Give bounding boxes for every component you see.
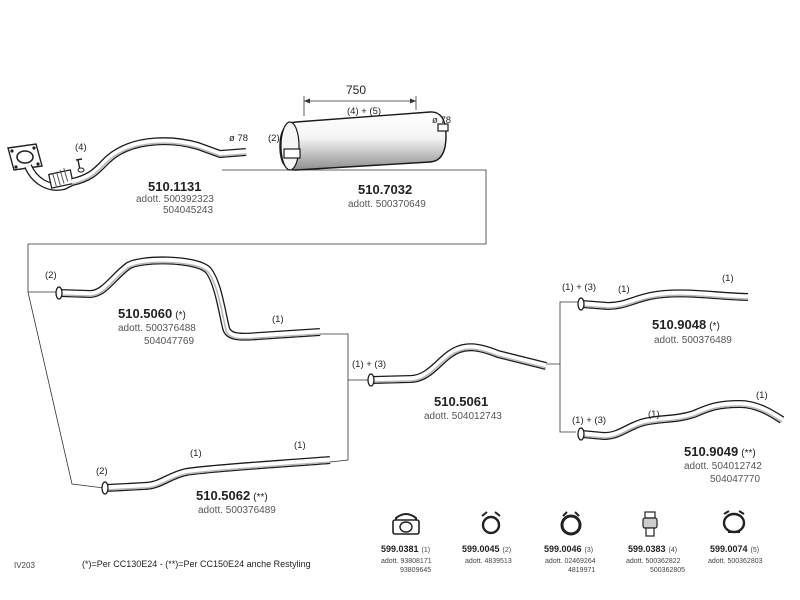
accessory-0046-label: 599.0046(3) [544, 544, 593, 554]
accessory-0383-adott-1: adott. 500362822 [626, 558, 681, 565]
pipe-9049-adott-2: 504047770 [710, 474, 760, 485]
pipe-5060-label: 510.5060(*) [118, 306, 186, 321]
silencer-dimension: 750 [346, 83, 366, 97]
pipe-5062-callout-1a: (1) [190, 448, 202, 459]
pipe-clamp-icon [722, 510, 746, 534]
pipe-5062-callout-1b: (1) [294, 440, 306, 451]
pipe-5060-adott-1: adott. 500376488 [118, 323, 196, 334]
accessory-0046-number: 599.0046 [544, 544, 582, 554]
pipe-510-9048[interactable] [577, 289, 749, 311]
accessory-0045-label: 599.0045(2) [462, 544, 511, 554]
accessory-599-0381[interactable]: 599.0381(1) adott. 93808171 93809645 [381, 544, 432, 574]
accessory-599-0383[interactable]: 599.0383(4) adott. 500362822 500362805 [626, 544, 685, 574]
front-pipe-part-number: 510.1131 [148, 179, 202, 194]
accessory-0046-adott-2: 4819971 [568, 567, 595, 574]
diagram-code: IV203 [14, 561, 35, 570]
accessory-0381-adott-1: adott. 93808171 [381, 558, 432, 565]
accessory-0381-label: 599.0381(1) [381, 544, 430, 554]
pipe-5060-qualifier: (*) [175, 310, 186, 321]
accessory-0383-adott-2: 500362805 [650, 567, 685, 574]
pipe-510-5061[interactable] [367, 343, 547, 387]
silencer-adott-1: adott. 500370649 [348, 199, 426, 210]
pipe-9049-qualifier: (**) [741, 448, 755, 459]
band-clamp-icon [560, 511, 582, 536]
pipe-5061-callout-1-3: (1) + (3) [352, 359, 386, 370]
pipe-9049-callout-1b: (1) [756, 390, 768, 401]
pipe-5060-callout-1: (1) [272, 314, 284, 325]
front-pipe-510-1131[interactable] [7, 137, 247, 191]
pipe-9049-adott-1: adott. 504012742 [684, 461, 762, 472]
accessory-0074-adott-1: adott. 500362803 [708, 558, 763, 565]
pipe-9049-callout-1-3: (1) + (3) [572, 415, 606, 426]
silencer-dimension-line [303, 96, 417, 116]
pipe-9048-label: 510.9048(*) [652, 317, 720, 332]
footnote: (*)=Per CC130E24 - (**)=Per CC150E24 anc… [82, 559, 311, 569]
rubber-mount-icon [642, 511, 658, 537]
pipe-5062-qualifier: (**) [253, 492, 267, 503]
silencer-diameter: ø 78 [432, 115, 451, 126]
accessory-0381-adott-2: 93809645 [400, 567, 431, 574]
u-bolt-clamp-icon [392, 513, 420, 535]
accessory-0381-number: 599.0381 [381, 544, 419, 554]
pipe-5062-part-number: 510.5062 [196, 488, 250, 503]
pipe-9049-label: 510.9049(**) [684, 444, 756, 459]
pipe-510-9049[interactable] [577, 400, 785, 441]
pipe-5061-part-number: 510.5061 [434, 394, 488, 409]
accessory-0381-ref: (1) [422, 547, 431, 554]
pipe-510-5060[interactable] [55, 256, 321, 341]
pipe-9049-part-number: 510.9049 [684, 444, 738, 459]
accessory-0383-label: 599.0383(4) [628, 544, 677, 554]
accessory-0045-ref: (2) [503, 547, 512, 554]
pipe-5062-callout-2: (2) [96, 466, 108, 477]
front-pipe-adott-1: adott. 500392323 [136, 194, 214, 205]
accessory-0046-ref: (3) [585, 547, 594, 554]
connection-lines [27, 169, 578, 489]
accessory-0074-ref: (5) [751, 547, 760, 554]
accessory-0046-adott-1: adott. 02469264 [545, 558, 596, 565]
flex-joint [48, 168, 74, 189]
front-pipe-callout-4: (4) [75, 142, 87, 153]
accessory-599-0074[interactable]: 599.0074(5) adott. 500362803 [708, 544, 763, 565]
pipe-9048-adott-1: adott. 500376489 [654, 335, 732, 346]
accessory-0045-adott-1: adott. 4839513 [465, 558, 512, 565]
silencer-510-7032[interactable] [279, 111, 449, 171]
ring-clamp-icon [481, 511, 501, 535]
flange-plate [7, 143, 43, 171]
pipe-9048-callout-1b: (1) [722, 273, 734, 284]
pipe-5060-adott-2: 504047769 [144, 336, 194, 347]
pipe-5062-label: 510.5062(**) [196, 488, 268, 503]
silencer-callout-4-5: (4) + (5) [347, 106, 381, 117]
pipe-5062-adott-1: adott. 500376489 [198, 505, 276, 516]
silencer-part-number: 510.7032 [358, 182, 412, 197]
front-pipe-diameter: ø 78 [229, 133, 248, 144]
pipe-9048-callout-1-3: (1) + (3) [562, 282, 596, 293]
accessory-0074-label: 599.0074(5) [710, 544, 759, 554]
accessory-0074-number: 599.0074 [710, 544, 748, 554]
pipe-5060-callout-2: (2) [45, 270, 57, 281]
accessory-599-0046[interactable]: 599.0046(3) adott. 02469264 4819971 [544, 544, 596, 574]
pipe-9048-callout-1a: (1) [618, 284, 630, 295]
pipe-5061-adott-1: adott. 504012743 [424, 411, 502, 422]
accessory-0383-ref: (4) [669, 547, 678, 554]
accessory-0383-number: 599.0383 [628, 544, 666, 554]
accessory-599-0045[interactable]: 599.0045(2) adott. 4839513 [462, 544, 512, 565]
pipe-510-5062[interactable] [101, 456, 331, 495]
pipe-9048-qualifier: (*) [709, 321, 720, 332]
accessory-0045-number: 599.0045 [462, 544, 500, 554]
pipe-9048-part-number: 510.9048 [652, 317, 706, 332]
pipe-5060-part-number: 510.5060 [118, 306, 172, 321]
silencer-callout-2: (2) [268, 133, 280, 144]
pipe-9049-callout-1a: (1) [648, 409, 660, 420]
front-pipe-adott-2: 504045243 [163, 205, 213, 216]
